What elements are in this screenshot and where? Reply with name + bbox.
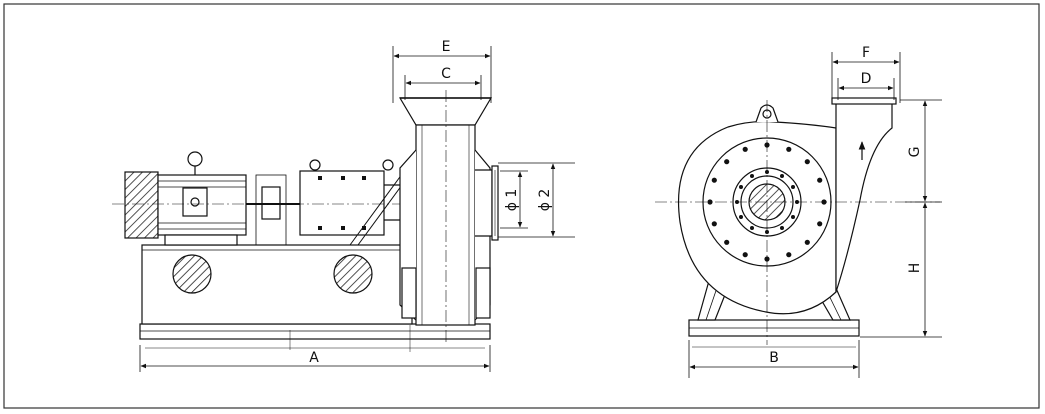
bolt [786,252,792,258]
bolt [711,221,717,227]
bolt-circle [707,142,827,262]
bolt [739,215,743,219]
bolt [817,177,823,183]
label-h: H [907,263,923,274]
motor-foot [164,234,238,246]
bolt [791,185,795,189]
bolt [739,185,743,189]
label-f: F [862,45,870,61]
bolt [780,226,784,230]
terminal-box [182,187,208,217]
bolt [724,239,730,245]
inlet-flange [475,169,493,237]
side-view [112,90,499,345]
label-d: D [861,71,872,87]
bolt [804,239,810,245]
bolt [764,256,770,262]
bolt [742,252,748,258]
bolt [724,159,730,165]
bolt [750,174,754,178]
bolt [786,146,792,152]
drawing-frame [3,3,1040,409]
motor-lifting-eye [187,151,203,167]
bolt [750,226,754,230]
bolt [817,221,823,227]
bolt [765,230,769,234]
label-phi1: ϕ 1 [504,189,520,212]
outlet-hopper [398,97,493,126]
motor-fan-cover [124,171,159,239]
bearing-housing [299,170,385,236]
bolt [711,177,717,183]
label-g: G [907,147,923,158]
label-c: C [441,66,451,82]
label-phi2: ϕ 2 [537,189,553,212]
base-skid [139,323,491,340]
bolt [780,174,784,178]
base-hole-right [333,254,373,294]
front-view [655,97,940,345]
label-b: B [769,350,779,366]
bolt [804,159,810,165]
fan-housing-side [415,124,476,326]
dimensions [139,46,942,378]
base-hole-left [172,254,212,294]
outlet-duct [835,101,893,293]
bolt [742,146,748,152]
label-e: E [442,39,451,55]
bolt [791,215,795,219]
label-a: A [309,350,319,366]
